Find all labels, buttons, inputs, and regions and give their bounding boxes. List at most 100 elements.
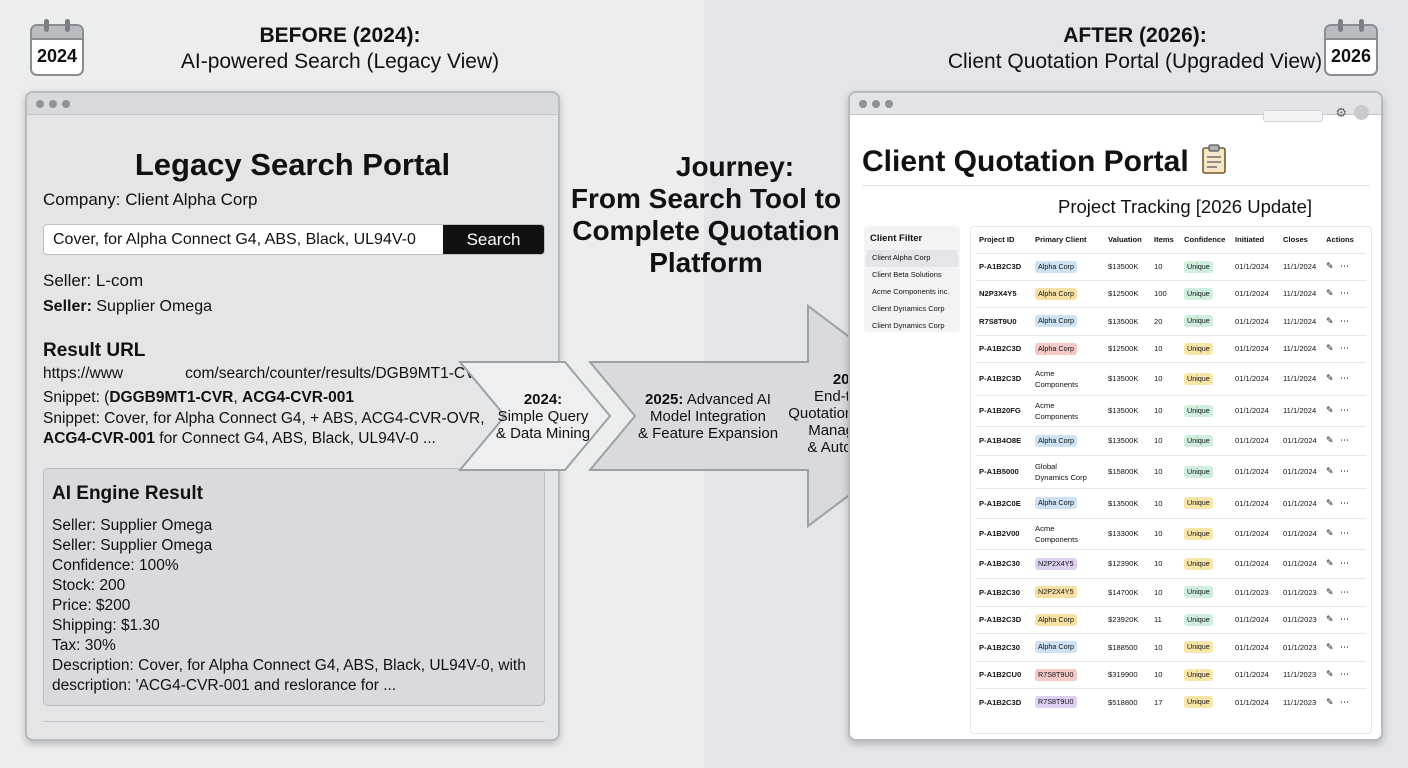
edit-icon[interactable]: ✎ (1326, 373, 1336, 383)
quotation-portal-window: ⚙ Client Quotation Portal Project Tracki… (848, 91, 1383, 741)
edit-icon[interactable]: ✎ (1326, 641, 1336, 652)
edit-icon[interactable]: ✎ (1326, 586, 1336, 597)
more-options-icon[interactable]: ⋯ (1335, 497, 1352, 508)
more-options-icon[interactable]: ⋯ (1335, 528, 1352, 538)
more-options-icon[interactable]: ⋯ (1335, 261, 1352, 271)
status-badge: Unique (1184, 372, 1213, 385)
cell-confidence: Unique (1181, 279, 1232, 307)
avatar[interactable] (1354, 105, 1369, 120)
column-header[interactable]: Primary Client (1035, 235, 1087, 245)
journey-title: Journey: From Search Tool to Complete Qu… (570, 151, 842, 278)
client-tag: N2P2X4Y5 (1035, 557, 1077, 570)
edit-icon[interactable]: ✎ (1326, 288, 1336, 298)
cell-primary-client: R7S8T9U0 (1032, 687, 1105, 716)
more-options-icon[interactable]: ⋯ (1335, 435, 1352, 445)
column-header[interactable]: Valuation (1108, 235, 1142, 245)
edit-icon[interactable]: ✎ (1326, 343, 1336, 353)
edit-icon[interactable]: ✎ (1326, 558, 1336, 568)
column-header[interactable]: Closes (1283, 235, 1308, 245)
edit-icon[interactable]: ✎ (1326, 528, 1336, 538)
cell-closes: 01/1/2023 (1280, 577, 1323, 606)
window-control-dot[interactable] (36, 100, 44, 108)
more-options-icon[interactable]: ⋯ (1335, 669, 1352, 679)
cell-actions: ✎ ⋯ (1323, 334, 1366, 362)
ai-result-line: Confidence: 100% (52, 557, 179, 574)
cell-confidence: Unique (1181, 487, 1232, 518)
edit-icon[interactable]: ✎ (1326, 669, 1336, 679)
cell-project-id: P-A1B2C30 (976, 548, 1032, 578)
legacy-search-window: Legacy Search Portal Company: Client Alp… (25, 91, 560, 741)
more-options-icon[interactable]: ⋯ (1335, 343, 1352, 353)
edit-icon[interactable]: ✎ (1326, 261, 1336, 271)
more-options-icon[interactable]: ⋯ (1335, 696, 1352, 707)
window-control-dot[interactable] (859, 100, 867, 108)
window-control-dot[interactable] (49, 100, 57, 108)
filter-item[interactable]: Acme Components inc. (872, 287, 950, 296)
client-filter-heading: Client Filter (870, 233, 923, 244)
cell-actions: ✎ ⋯ (1323, 517, 1366, 549)
cell-closes: 11/1/2024 (1280, 394, 1323, 426)
column-header[interactable]: Project ID (979, 235, 1015, 245)
edit-icon[interactable]: ✎ (1326, 435, 1336, 445)
more-options-icon[interactable]: ⋯ (1335, 466, 1352, 476)
more-options-icon[interactable]: ⋯ (1335, 586, 1352, 597)
filter-item[interactable]: Client Dynamics Corp (872, 304, 945, 313)
cell-confidence: Unique (1181, 306, 1232, 335)
more-options-icon[interactable]: ⋯ (1335, 641, 1352, 652)
topbar-chip[interactable] (1263, 110, 1323, 122)
search-button[interactable]: Search (443, 225, 544, 254)
more-options-icon[interactable]: ⋯ (1335, 558, 1352, 568)
search-input[interactable] (44, 225, 444, 254)
more-options-icon[interactable]: ⋯ (1335, 315, 1352, 326)
edit-icon[interactable]: ✎ (1326, 405, 1336, 415)
more-options-icon[interactable]: ⋯ (1335, 405, 1352, 415)
edit-icon[interactable]: ✎ (1326, 696, 1336, 707)
column-header[interactable]: Initiated (1235, 235, 1265, 245)
cell-primary-client: Global Dynamics Corp (1032, 454, 1105, 488)
gear-icon[interactable]: ⚙ (1335, 105, 1347, 120)
cell-project-id: R7S8T9U0 (976, 306, 1032, 335)
more-options-icon[interactable]: ⋯ (1335, 614, 1352, 624)
filter-item[interactable]: Client Dynamics Corp (872, 321, 945, 330)
filter-item[interactable]: Client Alpha Corp (866, 250, 958, 267)
cell-initiated: 01/1/2024 (1232, 425, 1280, 455)
ai-result-line: Tax: 30% (52, 637, 116, 654)
arrow-2024-shape (457, 361, 612, 471)
window-control-dot[interactable] (885, 100, 893, 108)
edit-icon[interactable]: ✎ (1326, 614, 1336, 624)
column-header[interactable]: Items (1154, 235, 1174, 245)
client-tag: N2P2X4Y5 (1035, 586, 1077, 598)
column-header[interactable]: Confidence (1184, 235, 1226, 245)
filter-item[interactable]: Client Beta Solutions (872, 270, 942, 279)
column-header[interactable]: Actions (1326, 235, 1354, 245)
edit-icon[interactable]: ✎ (1326, 315, 1336, 326)
window-control-dot[interactable] (872, 100, 880, 108)
after-heading-subtitle: Client Quotation Portal (Upgraded View) (947, 50, 1323, 73)
cell-project-id: P-A1B2CU0 (976, 660, 1032, 688)
more-options-icon[interactable]: ⋯ (1335, 373, 1352, 383)
more-options-icon[interactable]: ⋯ (1335, 288, 1352, 298)
cell-primary-client: N2P2X4Y5 (1032, 548, 1105, 578)
cell-primary-client: R7S8T9U0 (1032, 660, 1105, 688)
window-control-dot[interactable] (62, 100, 70, 108)
edit-icon[interactable]: ✎ (1326, 466, 1336, 476)
edit-icon[interactable]: ✎ (1326, 497, 1336, 508)
